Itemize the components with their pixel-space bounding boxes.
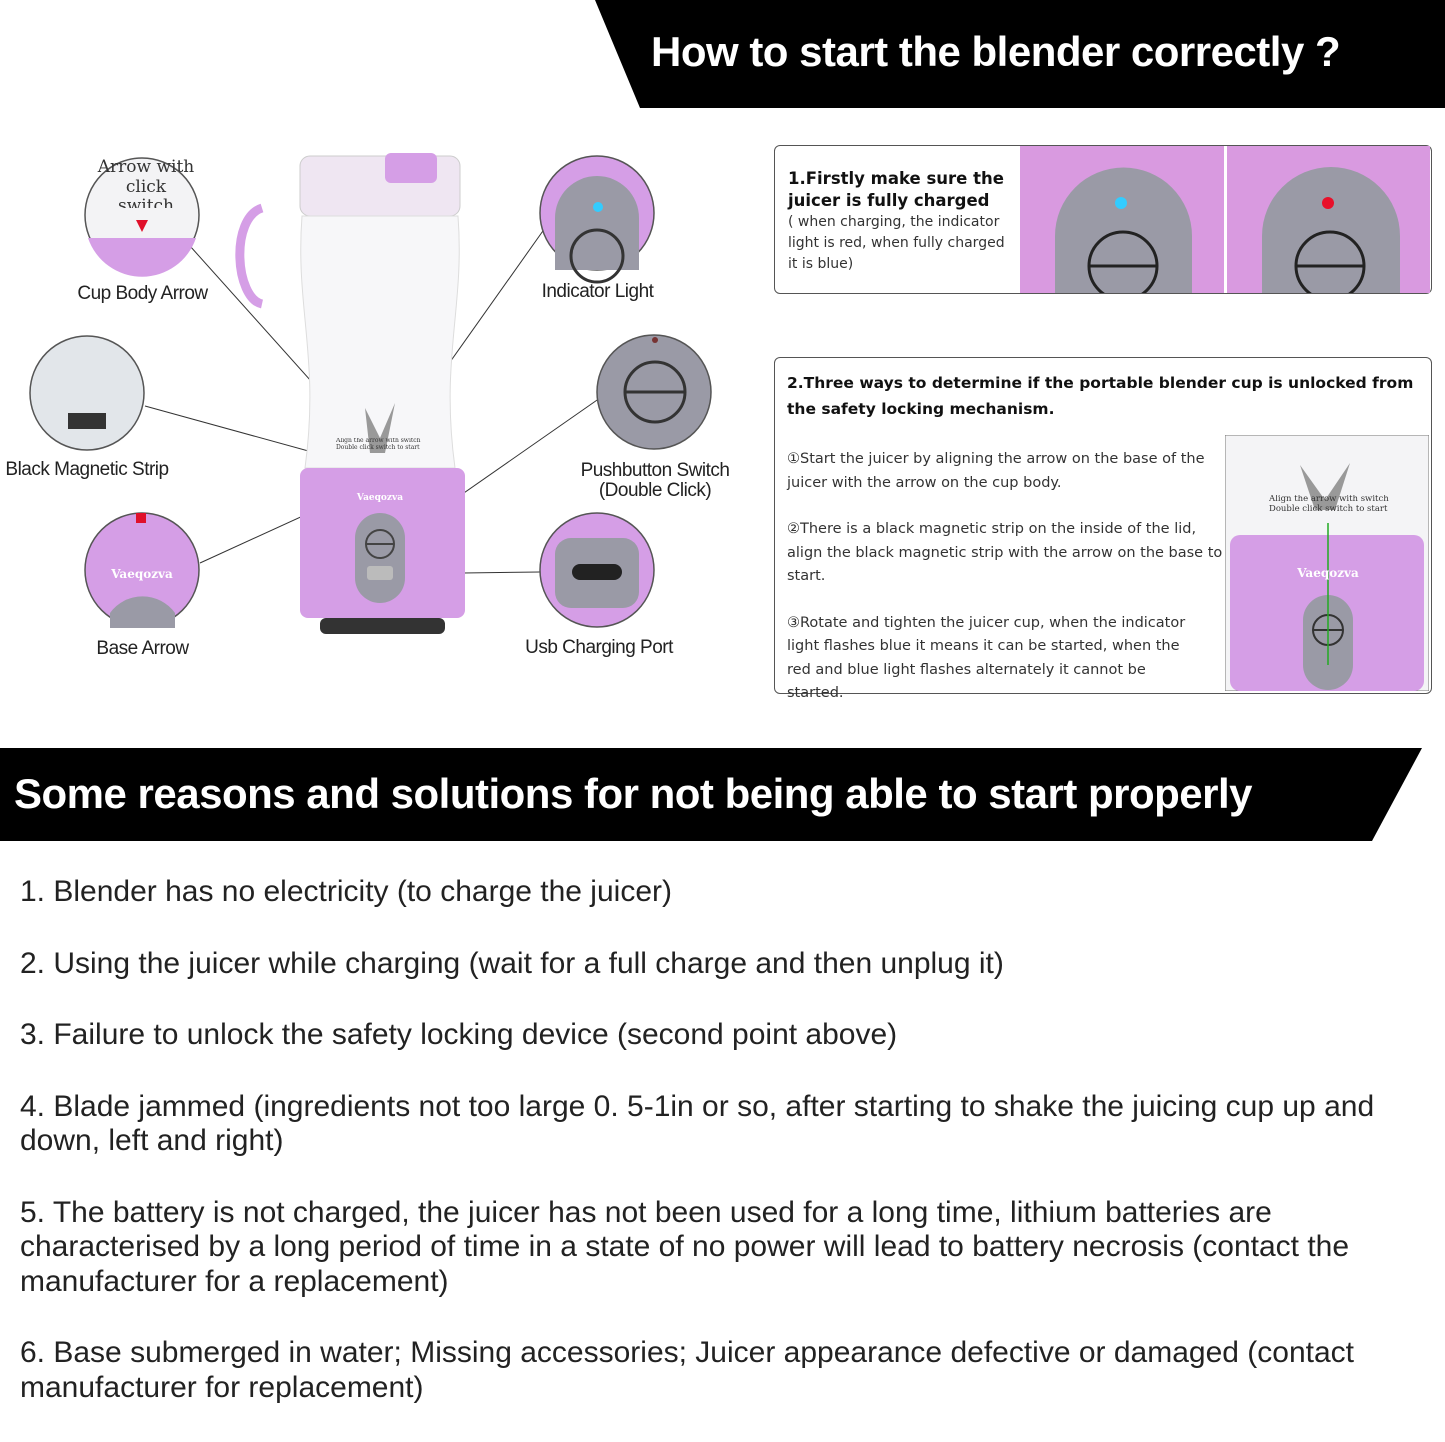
magnetic-strip-closeup: [29, 335, 145, 451]
brand-logo: Vaeqozva: [110, 567, 173, 581]
brand-logo: Vaeqozva: [1296, 566, 1359, 580]
reason-item: 3. Failure to unlock the safety locking …: [20, 1018, 898, 1051]
bottom-banner: Some reasons and solutions for not being…: [0, 748, 1422, 841]
reason-item: 2. Using the juicer while charging (wait…: [20, 946, 1004, 980]
circle-print-text: Arrow with click switch: [97, 158, 195, 208]
alignment-photo: Align the arrow with switch Double click…: [1225, 435, 1429, 691]
label-base-arrow: Base Arrow: [96, 638, 189, 659]
step1-box: 1.Firstly make sure the juicer is fully …: [774, 145, 1432, 294]
reasons-list: 1. Blender has no electricity (to charge…: [20, 875, 1420, 1442]
reason-item: 1. Blender has no electricity (to charge…: [20, 875, 672, 908]
blue-indicator-light: [1115, 197, 1127, 209]
step2-ways: ①Start the juicer by aligning the arrow …: [787, 448, 1223, 706]
reason-item: 6. Base submerged in water; Missing acce…: [20, 1336, 1355, 1404]
way-2: ②There is a black magnetic strip on the …: [787, 521, 1223, 584]
label-black-magnetic-strip: Black Magnetic Strip: [5, 459, 169, 480]
reason-item: 5. The battery is not charged, the juice…: [20, 1195, 1350, 1298]
top-banner-title: How to start the blender correctly ?: [651, 28, 1341, 75]
indicator-photos: [1020, 146, 1430, 293]
label-pushbutton-switch-sub: (Double Click): [598, 480, 712, 501]
step2-box: 2.Three ways to determine if the portabl…: [774, 357, 1432, 701]
indicator-light-closeup: [539, 155, 655, 284]
label-usb-charging-port: Usb Charging Port: [525, 637, 673, 658]
top-banner: How to start the blender correctly ?: [595, 0, 1445, 108]
usb-port-closeup: [539, 512, 655, 628]
step1-title: 1.Firstly make sure the juicer is fully …: [788, 169, 1004, 210]
reason-item: 4. Blade jammed (ingredients not too lar…: [20, 1089, 1375, 1158]
red-indicator-light: [1322, 197, 1334, 209]
cup-body-arrow-closeup: Arrow with click switch: [84, 157, 200, 277]
label-pushbutton-switch-title: Pushbutton Switch: [580, 460, 730, 481]
pushbutton-closeup: [596, 334, 712, 450]
way-3: ③Rotate and tighten the juicer cup, when…: [787, 614, 1186, 702]
cup-print-text: Align the arrow with switch Double click…: [336, 438, 421, 451]
step1-note: ( when charging, the indicator light is …: [788, 214, 1005, 272]
way-1: ①Start the juicer by aligning the arrow …: [787, 451, 1205, 491]
label-pushbutton-switch: Pushbutton Switch (Double Click): [565, 461, 745, 501]
blender-product: Align the arrow with switch Double click…: [235, 153, 465, 634]
brand-logo: Vaeqozva: [356, 493, 403, 503]
step2-title: 2.Three ways to determine if the portabl…: [787, 374, 1414, 418]
cup-print-text: Align the arrow with switch Double click…: [1269, 495, 1389, 514]
bottom-banner-title: Some reasons and solutions for not being…: [14, 770, 1253, 817]
label-indicator-light: Indicator Light: [541, 281, 654, 302]
blender-illustration: Align the arrow with switch Double click…: [29, 153, 712, 634]
base-arrow-closeup: Vaeqozva: [84, 512, 200, 628]
label-cup-body-arrow: Cup Body Arrow: [77, 283, 208, 304]
